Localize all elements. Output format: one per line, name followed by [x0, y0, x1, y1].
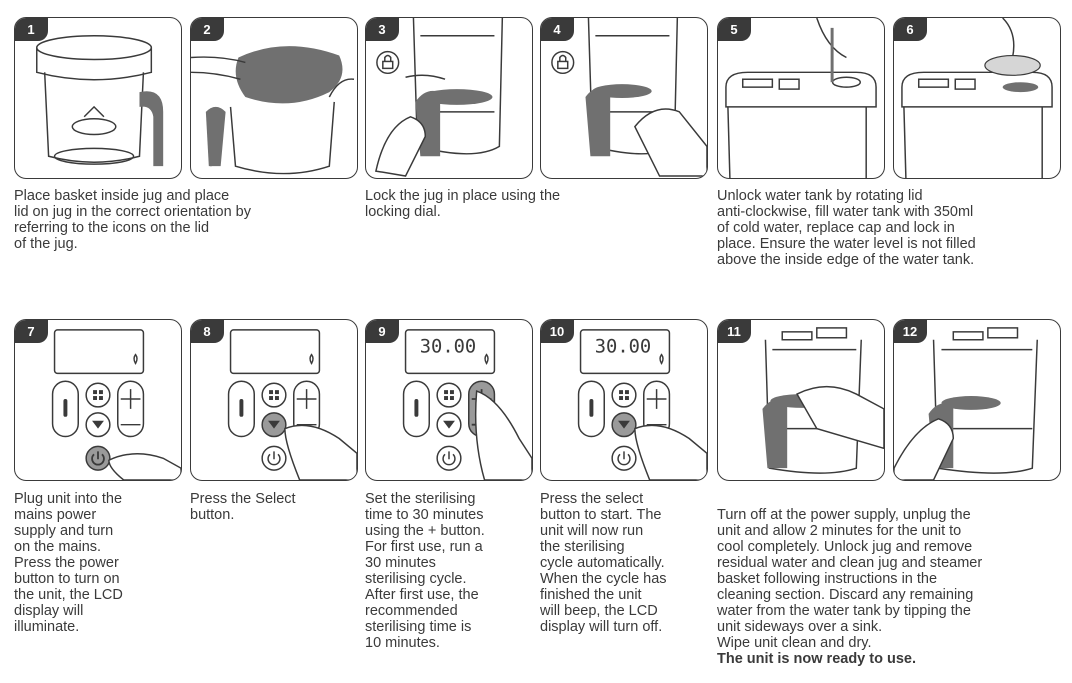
step-10-caption: Press the select button to start. The un… — [540, 491, 667, 635]
step-number: 5 — [718, 18, 751, 41]
step-11-12-caption: Turn off at the power supply, unplug the… — [717, 491, 1062, 683]
step-number: 10 — [541, 320, 574, 343]
unlock-jug-illustration — [762, 327, 884, 474]
control-panel-power-illustration — [51, 329, 181, 480]
water-drop-icon — [659, 353, 664, 365]
remove-jug-illustration — [894, 327, 1038, 480]
jug-basket-illustration — [36, 35, 164, 167]
lcd-display — [404, 329, 496, 375]
step-3-panel: 3 — [365, 17, 533, 179]
step-7-caption: Plug unit into the mains power supply an… — [14, 491, 123, 635]
step-8-panel: 8 — [190, 319, 358, 481]
step-number: 1 — [15, 18, 48, 41]
fill-water-tank-illustration — [725, 18, 877, 178]
lcd-display — [579, 329, 671, 375]
ready-to-use-note: The unit is now ready to use. — [717, 651, 916, 667]
step-number: 8 — [191, 320, 224, 343]
step-8-caption: Press the Select button. — [190, 491, 296, 523]
step-number: 2 — [191, 18, 224, 41]
step-1-2-caption: Place basket inside jug and place lid on… — [14, 188, 251, 252]
control-panel-select-illustration — [227, 329, 357, 480]
step-number: 3 — [366, 18, 399, 41]
jug-lid-illustration — [191, 46, 355, 175]
step-5-panel: 5 — [717, 17, 885, 179]
step-5-6-caption: Unlock water tank by rotating lid anti-c… — [717, 188, 976, 268]
step-number: 7 — [15, 320, 48, 343]
step-1-panel: 1 — [14, 17, 182, 179]
step-3-4-caption: Lock the jug in place using the locking … — [365, 188, 561, 220]
step-number: 12 — [894, 320, 927, 343]
padlock-icon — [376, 50, 400, 75]
step-number: 11 — [718, 320, 751, 343]
lcd-time: 30.00 — [595, 337, 651, 358]
padlock-icon — [551, 50, 575, 75]
lcd-display — [53, 329, 145, 375]
control-panel-start-illustration: 30.00 — [577, 329, 707, 480]
step-number: 6 — [894, 18, 927, 41]
control-panel-plus-illustration: 30.00 — [402, 329, 532, 480]
water-drop-icon — [133, 353, 138, 365]
step-11-12-text: Turn off at the power supply, unplug the… — [717, 507, 983, 651]
step-9-caption: Set the sterilising time to 30 minutes u… — [365, 491, 485, 651]
lcd-time: 30.00 — [420, 337, 476, 358]
step-number: 9 — [366, 320, 399, 343]
step-11-panel: 11 — [717, 319, 885, 481]
water-drop-icon — [309, 353, 314, 365]
replace-cap-illustration — [901, 18, 1053, 178]
step-2-panel: 2 — [190, 17, 358, 179]
water-drop-icon — [484, 353, 489, 365]
lcd-display — [229, 329, 321, 375]
step-10-panel: 10 30.00 — [540, 319, 708, 481]
lock-jug-illustration — [375, 18, 504, 177]
step-4-panel: 4 — [540, 17, 708, 179]
step-12-panel: 12 — [893, 319, 1061, 481]
locked-jug-illustration — [551, 18, 707, 177]
step-6-panel: 6 — [893, 17, 1061, 179]
step-9-panel: 9 30.00 — [365, 319, 533, 481]
step-7-panel: 7 — [14, 319, 182, 481]
step-number: 4 — [541, 18, 574, 41]
